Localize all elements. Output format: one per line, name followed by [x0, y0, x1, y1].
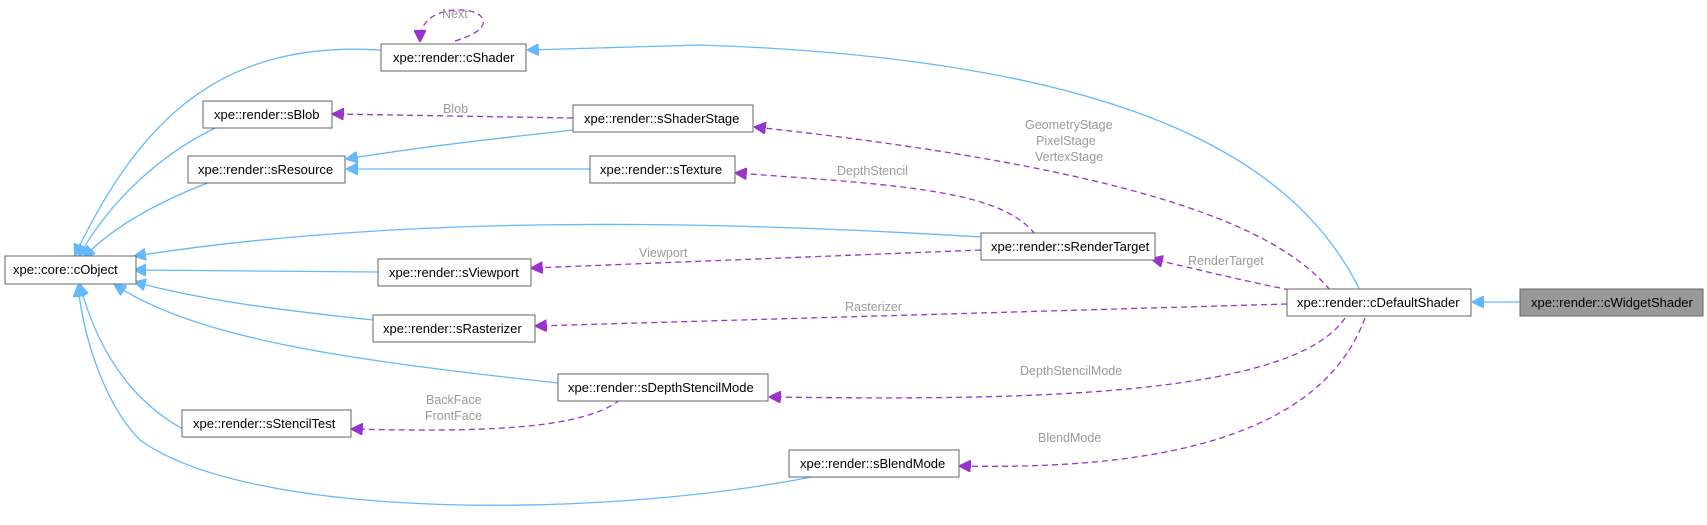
edge-sstenciltest-to-cobject: [80, 285, 196, 436]
node-sblendmode[interactable]: xpe::render::sBlendMode: [788, 449, 960, 478]
edge-cdefaultshader-blendmode-sblendmode: [960, 317, 1366, 466]
edge-sdepthstencilmode-faces-sstenciltest: [352, 399, 621, 430]
node-label: xpe::core::cObject: [13, 262, 118, 277]
node-label: xpe::render::sShaderStage: [584, 111, 739, 126]
edge-label-geometry-stage: GeometryStage: [1025, 118, 1113, 132]
edge-srendertarget-to-cobject: [135, 223, 983, 256]
node-label: xpe::render::sBlendMode: [800, 456, 945, 471]
node-sstenciltest[interactable]: xpe::render::sStencilTest: [181, 409, 352, 438]
node-label: xpe::render::sStencilTest: [193, 416, 336, 431]
edge-labels: Next Blob GeometryStage PixelStage Verte…: [425, 7, 1264, 445]
node-label: xpe::render::sResource: [198, 162, 333, 177]
edge-srasterizer-to-cobject: [135, 282, 374, 321]
edge-srendertarget-viewport-sviewport: [532, 249, 982, 268]
node-sblob[interactable]: xpe::render::sBlob: [202, 100, 333, 129]
edge-cdefaultshader-to-cshader: [528, 45, 1361, 291]
node-label: xpe::render::sTexture: [600, 162, 722, 177]
edge-label-blob: Blob: [443, 102, 468, 116]
node-label: xpe::render::sViewport: [389, 265, 519, 280]
node-label: xpe::render::cShader: [393, 50, 515, 65]
edge-label-rasterizer: Rasterizer: [845, 300, 902, 314]
edge-srendertarget-depthstencil-stexture: [736, 173, 1036, 235]
inheritance-edges: [75, 45, 1520, 506]
node-sviewport[interactable]: xpe::render::sViewport: [377, 258, 532, 287]
edge-sblob-to-cobject: [79, 127, 216, 256]
edge-label-vertex-stage: VertexStage: [1035, 150, 1103, 164]
node-label: xpe::render::sRasterizer: [383, 321, 522, 336]
edge-label-viewport: Viewport: [639, 246, 688, 260]
node-sshaderstage[interactable]: xpe::render::sShaderStage: [572, 104, 754, 133]
node-cobject[interactable]: xpe::core::cObject: [4, 255, 137, 285]
node-label: xpe::render::sDepthStencilMode: [568, 380, 754, 395]
node-srasterizer[interactable]: xpe::render::sRasterizer: [372, 314, 536, 343]
edge-label-pixel-stage: PixelStage: [1036, 134, 1096, 148]
edge-cdefaultshader-depthstencilmode-sdepthstencilmode: [770, 317, 1346, 398]
edge-label-blend-mode: BlendMode: [1038, 431, 1101, 445]
edge-sdepthstencilmode-to-cobject: [115, 285, 559, 384]
edge-label-depth-stencil-mode: DepthStencilMode: [1020, 364, 1122, 378]
edge-cdefaultshader-stages-sshaderstage: [755, 127, 1331, 291]
edge-label-depth-stencil: DepthStencil: [837, 164, 908, 178]
edge-cshader-next-self: [420, 9, 485, 41]
edge-sshaderstage-to-sresource: [347, 129, 575, 159]
node-label: xpe::render::sBlob: [214, 107, 320, 122]
node-sresource[interactable]: xpe::render::sResource: [187, 155, 346, 184]
node-label: xpe::render::sRenderTarget: [991, 239, 1150, 254]
edge-sviewport-to-cobject: [135, 270, 379, 272]
node-sdepthstencilmode[interactable]: xpe::render::sDepthStencilMode: [557, 373, 769, 402]
usage-edges: [333, 9, 1366, 466]
edge-cshader-to-cobject: [75, 48, 382, 255]
node-cwidgetshader[interactable]: xpe::render::cWidgetShader: [1519, 288, 1704, 317]
edge-label-front-face: FrontFace: [425, 409, 482, 423]
node-cshader[interactable]: xpe::render::cShader: [380, 43, 527, 72]
node-label: xpe::render::cWidgetShader: [1531, 295, 1694, 310]
node-label: xpe::render::cDefaultShader: [1297, 295, 1460, 310]
edge-sresource-to-cobject: [84, 181, 211, 257]
edge-label-back-face: BackFace: [426, 393, 482, 407]
edge-label-next: Next: [442, 7, 468, 21]
node-srendertarget[interactable]: xpe::render::sRenderTarget: [980, 232, 1156, 261]
edge-label-render-target: RenderTarget: [1188, 254, 1264, 268]
node-stexture[interactable]: xpe::render::sTexture: [589, 155, 736, 184]
edge-cdefaultshader-rasterizer-srasterizer: [536, 303, 1288, 326]
edge-cdefaultshader-rendertarget-srendertarget: [1152, 259, 1291, 291]
node-cdefaultshader[interactable]: xpe::render::cDefaultShader: [1286, 288, 1472, 317]
edge-sshaderstage-blob-sblob: [333, 114, 574, 118]
edge-sblendmode-to-cobject: [78, 286, 823, 506]
